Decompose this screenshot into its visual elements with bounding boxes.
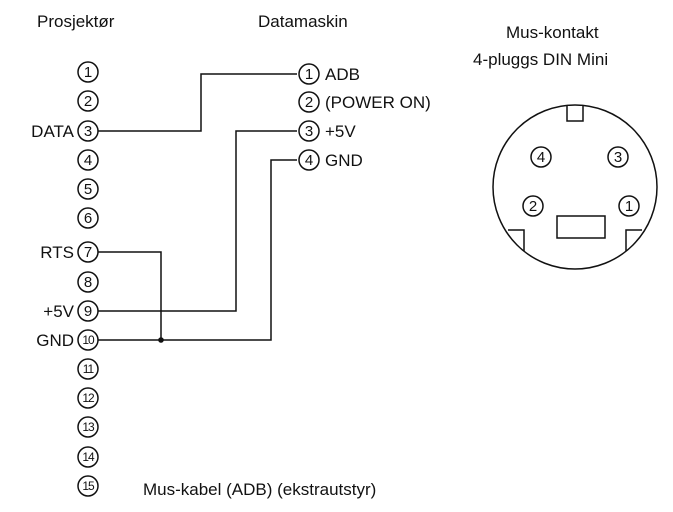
- connector-pin: 3: [607, 146, 629, 168]
- connector-pin: 1: [618, 195, 640, 217]
- svg-text:2: 2: [305, 94, 313, 111]
- computer-pins: 1 ADB 2 (POWER ON) 3 +5V 4 GND: [298, 63, 431, 171]
- pin-label-gnd: GND: [36, 331, 74, 350]
- projector-pin: 3 DATA: [31, 120, 99, 142]
- projector-pin: 7 RTS: [40, 241, 99, 263]
- projector-pin: 5: [77, 178, 99, 200]
- svg-text:14: 14: [82, 450, 95, 464]
- computer-pin-label: ADB: [325, 65, 360, 84]
- connector-title: Mus-kontakt: [506, 23, 599, 42]
- projector-pin: 11: [77, 358, 99, 380]
- mini-din-connector: 4 3 2 1: [492, 104, 658, 270]
- projector-pin: 8: [77, 271, 99, 293]
- projector-pin: 9 +5V: [43, 300, 99, 322]
- projector-pin: 10 GND: [36, 329, 99, 351]
- computer-pin: 2 (POWER ON): [298, 91, 431, 113]
- svg-text:10: 10: [82, 333, 95, 347]
- connector-body: [492, 104, 658, 270]
- projector-pin: 2: [77, 90, 99, 112]
- svg-text:1: 1: [84, 64, 92, 81]
- svg-text:4: 4: [84, 152, 92, 169]
- connector-key-notch: [566, 106, 584, 122]
- computer-pin-label: (POWER ON): [325, 93, 431, 112]
- pin-label-5v: +5V: [43, 302, 74, 321]
- computer-pin: 3 +5V: [298, 120, 356, 142]
- projector-pin: 14: [77, 446, 99, 468]
- connector-notch-left: [508, 229, 525, 251]
- computer-pin: 1 ADB: [298, 63, 360, 85]
- connector-notch-right: [625, 229, 642, 251]
- svg-text:5: 5: [84, 181, 92, 198]
- connector-subtitle: 4-pluggs DIN Mini: [473, 50, 608, 69]
- computer-pin: 4 GND: [298, 149, 363, 171]
- svg-text:13: 13: [82, 420, 95, 434]
- projector-pin: 4: [77, 149, 99, 171]
- svg-text:6: 6: [84, 210, 92, 227]
- wire-gnd: [98, 159, 297, 341]
- svg-text:15: 15: [82, 479, 95, 493]
- wires: [98, 73, 297, 343]
- connector-center-key: [556, 215, 606, 239]
- computer-heading: Datamaskin: [258, 12, 348, 31]
- svg-text:7: 7: [84, 244, 92, 261]
- svg-text:4: 4: [305, 152, 313, 169]
- connector-pin: 2: [522, 195, 544, 217]
- wire-5v: [98, 130, 297, 312]
- svg-text:2: 2: [529, 198, 537, 215]
- computer-pin-label: GND: [325, 151, 363, 170]
- connector-pin: 4: [530, 146, 552, 168]
- pin-label-rts: RTS: [40, 243, 74, 262]
- projector-pin: 1: [77, 61, 99, 83]
- wire-data-adb: [98, 73, 297, 132]
- svg-text:8: 8: [84, 274, 92, 291]
- projector-pin: 12: [77, 387, 99, 409]
- svg-text:3: 3: [84, 123, 92, 140]
- wire-rts-gnd: [98, 251, 162, 340]
- svg-text:2: 2: [84, 93, 92, 110]
- svg-text:11: 11: [83, 362, 95, 376]
- svg-text:9: 9: [84, 303, 92, 320]
- projector-pins: 1 2 3 DATA 4 5 6 7 RTS 8: [31, 61, 99, 497]
- projector-heading: Prosjektør: [37, 12, 115, 31]
- svg-text:3: 3: [305, 123, 313, 140]
- svg-text:3: 3: [614, 149, 622, 166]
- cable-caption: Mus-kabel (ADB) (ekstrautstyr): [143, 480, 376, 499]
- projector-pin: 13: [77, 416, 99, 438]
- projector-pin: 15: [77, 475, 99, 497]
- svg-text:4: 4: [537, 149, 545, 166]
- projector-pin: 6: [77, 207, 99, 229]
- svg-text:1: 1: [305, 66, 313, 83]
- junction-dot: [158, 337, 164, 343]
- svg-text:1: 1: [625, 198, 633, 215]
- pin-label-data: DATA: [31, 122, 74, 141]
- computer-pin-label: +5V: [325, 122, 356, 141]
- svg-text:12: 12: [82, 391, 95, 405]
